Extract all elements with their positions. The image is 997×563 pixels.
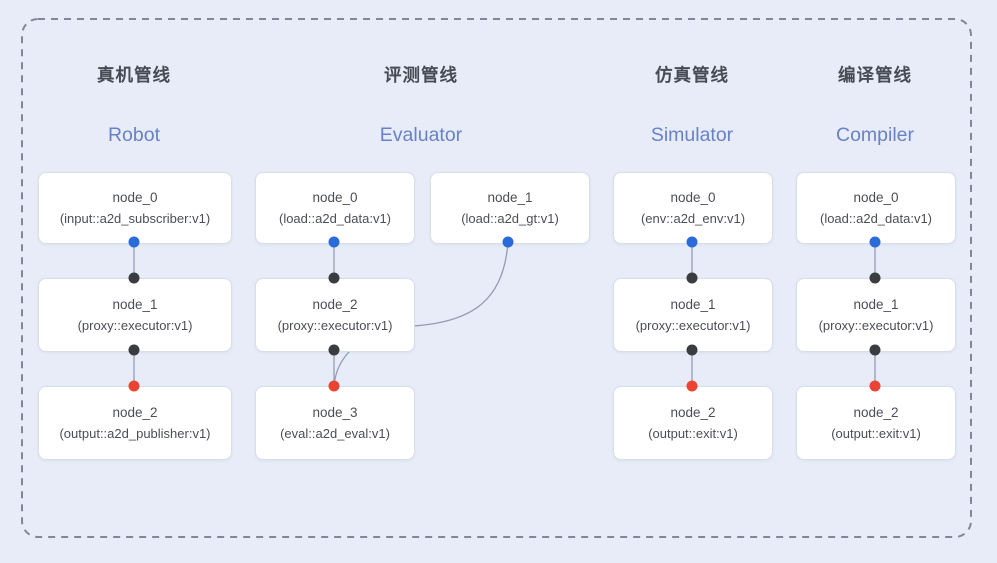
node-subtitle: (eval::a2d_eval:v1) [280, 426, 390, 442]
pipeline-title-cn-compiler: 编译管线 [838, 65, 912, 85]
node-subtitle: (proxy::executor:v1) [77, 318, 193, 334]
node-subtitle: (load::a2d_data:v1) [278, 211, 392, 227]
node-title: node_1 [670, 297, 716, 313]
node-box-robot-node_2: node_2 (output::a2d_publisher:v1) [38, 386, 232, 460]
node-box-robot-node_1: node_1 (proxy::executor:v1) [38, 278, 232, 352]
node-title: node_0 [853, 190, 899, 206]
node-title: node_2 [112, 405, 158, 421]
pipeline-title-cn-simulator: 仿真管线 [655, 65, 729, 85]
node-subtitle: (output::a2d_publisher:v1) [59, 426, 211, 442]
node-title: node_2 [853, 405, 899, 421]
pipeline-title-en-compiler: Compiler [835, 124, 915, 146]
node-box-simulator-node_2: node_2 (output::exit:v1) [613, 386, 773, 460]
node-subtitle: (proxy::executor:v1) [277, 318, 393, 334]
node-title: node_1 [112, 297, 158, 313]
node-box-evaluator-node_3: node_3 (eval::a2d_eval:v1) [255, 386, 415, 460]
node-box-compiler-node_2: node_2 (output::exit:v1) [796, 386, 956, 460]
pipeline-title-en-simulator: Simulator [650, 124, 734, 146]
node-subtitle: (proxy::executor:v1) [818, 318, 934, 334]
node-title: node_1 [853, 297, 899, 313]
node-title: node_1 [487, 190, 533, 206]
node-subtitle: (output::exit:v1) [648, 426, 738, 442]
node-title: node_0 [312, 190, 358, 206]
node-subtitle: (load::a2d_data:v1) [819, 211, 933, 227]
node-box-evaluator-node_1: node_1 (load::a2d_gt:v1) [430, 172, 590, 244]
node-subtitle: (load::a2d_gt:v1) [461, 211, 559, 227]
pipeline-title-cn-robot: 真机管线 [97, 65, 171, 85]
node-box-evaluator-node_2: node_2 (proxy::executor:v1) [255, 278, 415, 352]
node-box-simulator-node_0: node_0 (env::a2d_env:v1) [613, 172, 773, 244]
pipeline-title-cn-evaluator: 评测管线 [384, 65, 458, 85]
node-subtitle: (input::a2d_subscriber:v1) [59, 211, 211, 227]
node-title: node_3 [312, 405, 358, 421]
node-title: node_0 [112, 190, 158, 206]
node-title: node_2 [312, 297, 358, 313]
node-box-evaluator-node_0: node_0 (load::a2d_data:v1) [255, 172, 415, 244]
node-subtitle: (proxy::executor:v1) [635, 318, 751, 334]
node-box-compiler-node_0: node_0 (load::a2d_data:v1) [796, 172, 956, 244]
node-subtitle: (output::exit:v1) [831, 426, 921, 442]
node-box-simulator-node_1: node_1 (proxy::executor:v1) [613, 278, 773, 352]
node-subtitle: (env::a2d_env:v1) [640, 211, 746, 227]
node-box-robot-node_0: node_0 (input::a2d_subscriber:v1) [38, 172, 232, 244]
pipeline-title-en-robot: Robot [107, 124, 161, 146]
node-box-compiler-node_1: node_1 (proxy::executor:v1) [796, 278, 956, 352]
node-title: node_0 [670, 190, 716, 206]
pipeline-title-en-evaluator: Evaluator [379, 124, 463, 146]
node-title: node_2 [670, 405, 716, 421]
